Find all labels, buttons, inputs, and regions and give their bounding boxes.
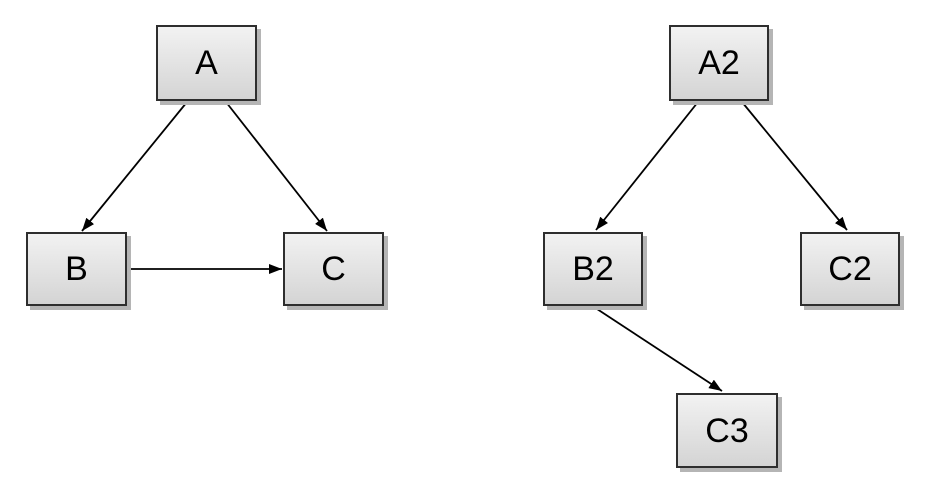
node-label-B: B bbox=[65, 250, 88, 288]
node-C2[interactable]: C2 bbox=[800, 232, 900, 306]
node-label-C: C bbox=[321, 250, 346, 288]
node-label-A2: A2 bbox=[698, 44, 740, 82]
node-label-A: A bbox=[195, 44, 218, 82]
node-C3[interactable]: C3 bbox=[676, 393, 778, 468]
edge-A-B[interactable] bbox=[81, 101, 188, 232]
node-label-C2: C2 bbox=[828, 250, 872, 288]
node-C[interactable]: C bbox=[283, 232, 384, 306]
node-label-C3: C3 bbox=[705, 411, 749, 450]
node-B2[interactable]: B2 bbox=[543, 232, 643, 306]
edge-A2-B2[interactable] bbox=[595, 101, 699, 231]
edge-A-C[interactable] bbox=[225, 101, 328, 232]
edge-B2-C3[interactable] bbox=[593, 306, 723, 392]
node-A[interactable]: A bbox=[156, 25, 257, 101]
node-label-B2: B2 bbox=[572, 250, 614, 288]
edge-A2-C2[interactable] bbox=[741, 101, 848, 231]
node-A2[interactable]: A2 bbox=[669, 25, 769, 101]
node-B[interactable]: B bbox=[26, 232, 127, 306]
